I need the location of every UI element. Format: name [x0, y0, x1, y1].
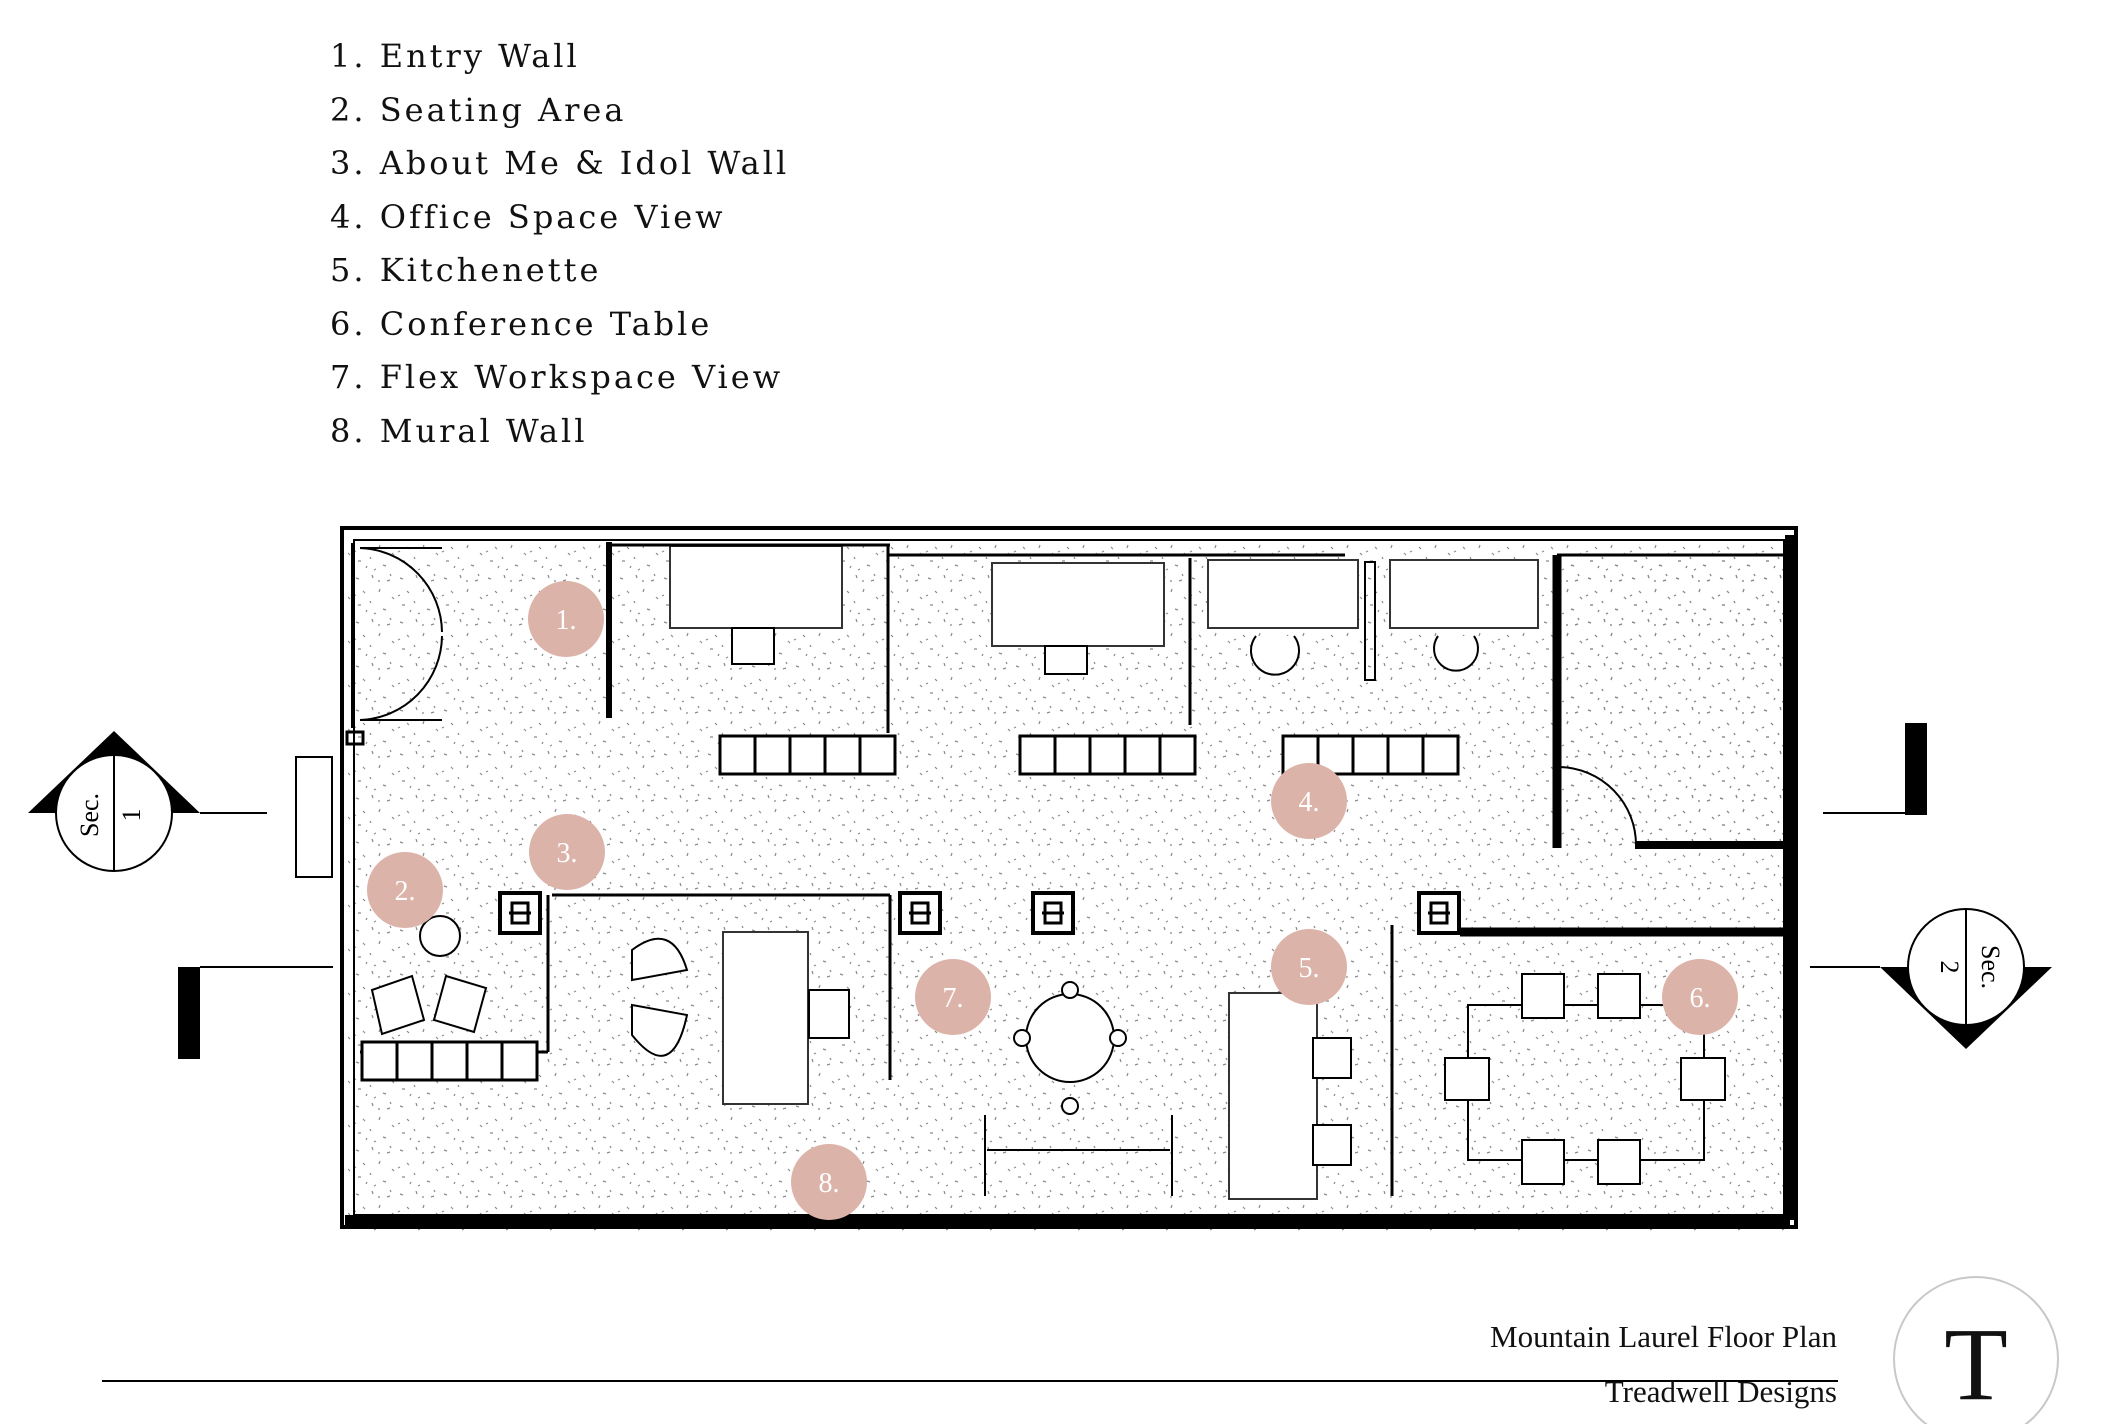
section-marker-1: Sec. 1: [28, 731, 333, 1059]
view-marker: [791, 1144, 867, 1220]
section-label: Sec.: [1976, 945, 2005, 989]
marker-label: 7.: [943, 983, 964, 1014]
desk: [1207, 559, 1359, 629]
chairs: [370, 627, 1479, 1196]
marker-label: 2.: [395, 876, 416, 907]
section-number: 2: [1935, 961, 1964, 974]
shelving: [360, 734, 1460, 1082]
conference-room-floor: [1565, 555, 1790, 845]
logo-ring: [1893, 1276, 2059, 1424]
legend-item-seating-area: 2. Seating Area: [330, 90, 627, 129]
legend-item-flex-workspace-view: 7. Flex Workspace View: [330, 358, 784, 396]
marker-label: 4.: [1299, 787, 1320, 818]
view-marker: [1662, 959, 1738, 1035]
marker-label: 8.: [819, 1168, 840, 1199]
view-marker: [529, 814, 605, 890]
section-number: 1: [117, 809, 146, 822]
view-marker: [528, 581, 604, 657]
view-marker: [367, 852, 443, 928]
view-marker: [915, 959, 991, 1035]
columns: [498, 891, 1461, 935]
desk: [1389, 559, 1539, 629]
legend-item-entry-wall: 1. Entry Wall: [330, 37, 580, 75]
view-markers: 1. 2. 3. 4. 5. 6. 7. 8.: [367, 581, 1738, 1220]
legend-item-kitchenette: 5. Kitchenette: [330, 251, 602, 289]
conference-table: [1444, 973, 1726, 1185]
kitchen-counter: [1228, 992, 1318, 1200]
marker-label: 1.: [556, 605, 577, 636]
interior-walls: [360, 542, 1786, 1196]
desk: [669, 545, 843, 629]
view-legend: 1. Entry Wall 2. Seating Area 3. About M…: [330, 30, 789, 458]
island-table: [722, 931, 809, 1105]
legend-item-conference-table: 6. Conference Table: [330, 304, 713, 343]
legend-item-mural-wall: 8. Mural Wall: [330, 411, 588, 450]
entry-doors: [295, 543, 443, 878]
marker-label: 3.: [557, 838, 578, 869]
firm-name: Treadwell Designs: [1604, 1374, 1837, 1409]
view-marker: [1271, 929, 1347, 1005]
legend-item-office-space-view: 4. Office Space View: [330, 197, 726, 236]
exterior-walls: [340, 526, 1798, 1229]
marker-label: 6.: [1690, 983, 1711, 1014]
view-marker: [1271, 763, 1347, 839]
plan-title: Mountain Laurel Floor Plan: [1490, 1319, 1837, 1354]
section-marker-2: Sec. 2: [1810, 723, 2052, 1049]
desk: [991, 562, 1165, 647]
legend-item-about-me-idol-wall: 3. About Me & Idol Wall: [330, 144, 790, 182]
marker-label: 5.: [1299, 953, 1320, 984]
logo-letter: T: [1944, 1307, 2008, 1422]
section-label: Sec.: [75, 793, 104, 837]
